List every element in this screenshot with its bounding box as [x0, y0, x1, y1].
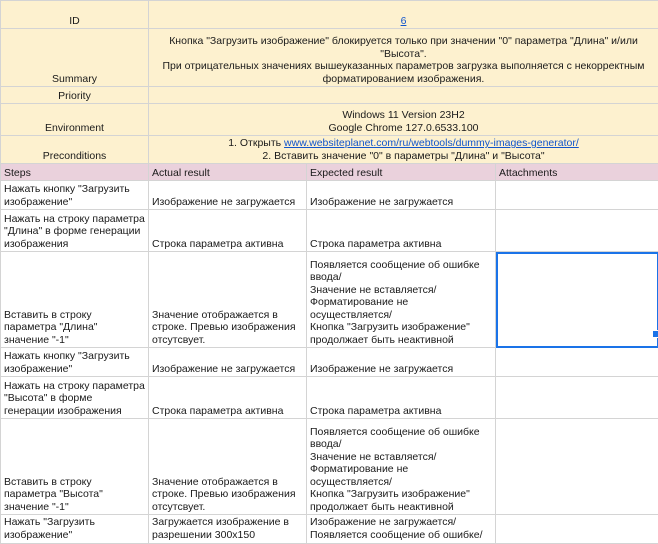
expected-cell[interactable]: Изображение не загружается [307, 348, 496, 377]
preconditions-value[interactable]: 1. Открыть www.websiteplanet.com/ru/webt… [149, 136, 658, 164]
table-row: Вставить в строку параметра "Длина" знач… [1, 252, 658, 348]
actual-cell[interactable]: Строка параметра активна [149, 210, 307, 252]
column-header-attachments[interactable]: Attachments [496, 164, 658, 181]
table-row: Нажать на строку параметра "Длина" в фор… [1, 210, 658, 252]
precondition-2: 2. Вставить значение "0" в параметры "Дл… [262, 150, 544, 162]
column-header-row: Steps Actual result Expected result Atta… [1, 164, 658, 181]
table-row: Нажать кнопку "Загрузить изображение" Из… [1, 348, 658, 377]
environment-label[interactable]: Environment [1, 104, 149, 136]
priority-row: Priority [1, 87, 658, 104]
precondition-link[interactable]: www.websiteplanet.com/ru/webtools/dummy-… [284, 137, 579, 149]
environment-row: Environment Windows 11 Version 23H2 Goog… [1, 104, 658, 136]
expected-cell[interactable]: Появляется сообщение об ошибке ввода/ Зн… [307, 419, 496, 515]
attachments-cell[interactable] [496, 210, 658, 252]
attachments-cell-selected[interactable] [496, 252, 658, 348]
actual-cell[interactable]: Изображение не загружается [149, 348, 307, 377]
spreadsheet: ID 6 Summary Кнопка "Загрузить изображен… [0, 0, 658, 530]
actual-cell[interactable]: Значение отображается в строке. Превью и… [149, 419, 307, 515]
actual-cell[interactable]: Строка параметра активна [149, 377, 307, 419]
preconditions-row: Preconditions 1. Открыть www.websiteplan… [1, 136, 658, 164]
column-header-steps[interactable]: Steps [1, 164, 149, 181]
id-row: ID 6 [1, 1, 658, 29]
expected-cell[interactable]: Изображение не загружается [307, 181, 496, 210]
expected-cell[interactable]: Строка параметра активна [307, 377, 496, 419]
table-row: Нажать на строку параметра "Высота" в фо… [1, 377, 658, 419]
steps-cell[interactable]: Нажать "Загрузить изображение" [1, 515, 149, 544]
table-row: Нажать кнопку "Загрузить изображение" Из… [1, 181, 658, 210]
steps-cell[interactable]: Нажать кнопку "Загрузить изображение" [1, 348, 149, 377]
expected-cell[interactable]: Изображение не загружается/ Появляется с… [307, 515, 496, 544]
steps-cell[interactable]: Нажать на строку параметра "Высота" в фо… [1, 377, 149, 419]
selection-fill-handle[interactable] [652, 330, 658, 338]
preconditions-label[interactable]: Preconditions [1, 136, 149, 164]
column-header-expected[interactable]: Expected result [307, 164, 496, 181]
summary-row: Summary Кнопка "Загрузить изображение" б… [1, 29, 658, 87]
table-row: Нажать "Загрузить изображение" Загружает… [1, 515, 658, 544]
id-link[interactable]: 6 [401, 15, 407, 27]
environment-value[interactable]: Windows 11 Version 23H2 Google Chrome 12… [149, 104, 658, 136]
steps-cell[interactable]: Вставить в строку параметра "Высота" зна… [1, 419, 149, 515]
attachments-cell[interactable] [496, 348, 658, 377]
attachments-cell[interactable] [496, 377, 658, 419]
expected-cell[interactable]: Появляется сообщение об ошибке ввода/ Зн… [307, 252, 496, 348]
precondition-1-prefix: 1. Открыть [228, 137, 284, 149]
actual-cell[interactable]: Значение отображается в строке. Превью и… [149, 252, 307, 348]
attachments-cell[interactable] [496, 515, 658, 544]
actual-cell[interactable]: Загружается изображение в разрешении 300… [149, 515, 307, 544]
column-header-actual[interactable]: Actual result [149, 164, 307, 181]
attachments-cell[interactable] [496, 419, 658, 515]
table-row: Вставить в строку параметра "Высота" зна… [1, 419, 658, 515]
steps-cell[interactable]: Нажать на строку параметра "Длина" в фор… [1, 210, 149, 252]
expected-cell[interactable]: Строка параметра активна [307, 210, 496, 252]
summary-value[interactable]: Кнопка "Загрузить изображение" блокирует… [149, 29, 658, 87]
steps-cell[interactable]: Вставить в строку параметра "Длина" знач… [1, 252, 149, 348]
id-label[interactable]: ID [1, 1, 149, 29]
summary-label[interactable]: Summary [1, 29, 149, 87]
priority-label[interactable]: Priority [1, 87, 149, 104]
attachments-cell[interactable] [496, 181, 658, 210]
id-value-cell[interactable]: 6 [149, 1, 658, 29]
actual-cell[interactable]: Изображение не загружается [149, 181, 307, 210]
priority-value[interactable] [149, 87, 658, 104]
steps-cell[interactable]: Нажать кнопку "Загрузить изображение" [1, 181, 149, 210]
